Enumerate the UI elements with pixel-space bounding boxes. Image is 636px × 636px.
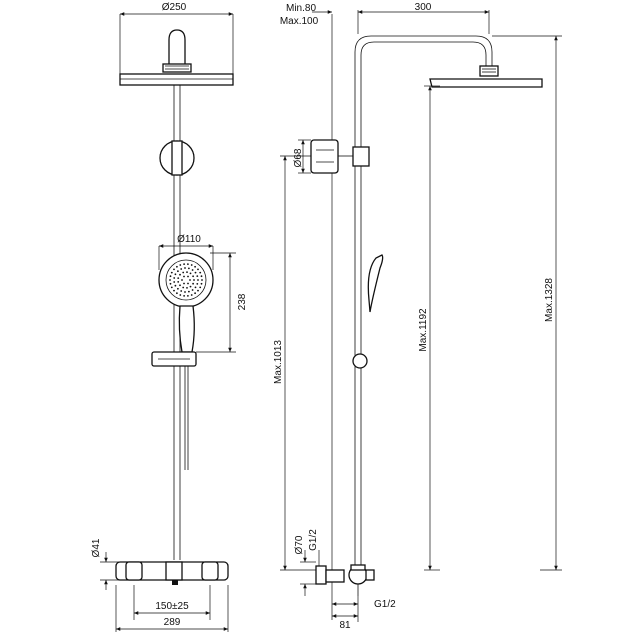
nozzle-dot (179, 294, 182, 296)
thermostatic-mixer-front (115, 561, 229, 585)
nozzle-dot (187, 295, 189, 297)
nozzle-dot (183, 295, 186, 297)
nozzle-dot (199, 286, 202, 289)
bracket-diameter-label: Ø68 (293, 148, 304, 167)
side-view: Min.80 Max.100 300 Ø68 Max.1013 Max.1192… (273, 2, 562, 631)
min-offset-label: Min.80 (286, 3, 316, 14)
nozzle-dot (190, 264, 193, 266)
inlet-thread-lower-label: G1/2 (374, 599, 396, 610)
nozzle-dot (186, 287, 188, 289)
overhead-diameter-label: Ø250 (162, 2, 187, 13)
front-view: Ø250 Ø110 238 Ø41 150±25 289 (91, 2, 248, 632)
nozzle-dot (184, 291, 186, 293)
nozzle-dot (194, 271, 197, 274)
nozzle-dot (177, 281, 180, 283)
nozzle-dot (191, 289, 194, 291)
hand-shower-side (352, 254, 384, 369)
nozzle-dot (176, 265, 178, 268)
nozzle-dot (200, 275, 203, 278)
nozzle-dot (170, 271, 173, 274)
nozzle-dot (177, 287, 179, 290)
nozzle-dot (179, 284, 181, 287)
nozzle-dot (179, 264, 182, 266)
handshower-diameter-label: Ø110 (177, 234, 201, 245)
nozzle-dot (180, 268, 183, 270)
nozzle-dot (191, 269, 194, 271)
inlet-thread-upper-label: G1/2 (308, 529, 319, 551)
nozzle-dot (173, 277, 176, 279)
height-1328-label: Max.1328 (544, 278, 555, 322)
nozzle-dot (179, 273, 181, 276)
max-offset-label: Max.100 (280, 16, 319, 27)
arm-reach-label: 300 (415, 2, 432, 13)
nozzle-dot (188, 290, 190, 293)
nozzle-dot (197, 289, 199, 292)
nozzle-dot (189, 285, 192, 288)
nozzle-dot (194, 265, 197, 268)
nozzle-dot (170, 286, 173, 289)
nozzle-dot (182, 271, 185, 274)
nozzle-dot (176, 292, 178, 295)
nozzle-dot (189, 272, 192, 275)
nozzle-dot (197, 279, 199, 281)
overhead-shower-side (429, 65, 543, 88)
nozzle-dot (192, 282, 195, 285)
nozzle-dot (201, 279, 203, 281)
nozzle-dot (173, 289, 175, 292)
nozzle-dot (186, 271, 188, 273)
nozzle-dot (187, 282, 189, 285)
nozzle-dot (193, 279, 195, 281)
nozzle-dot (177, 277, 180, 279)
nozzle-dot (199, 271, 202, 274)
nozzle-dot (187, 263, 189, 265)
nozzle-dot (174, 273, 177, 276)
nozzle-dot (197, 268, 199, 271)
nozzle-dot (183, 263, 186, 265)
nozzle-dot (187, 275, 189, 278)
nozzle-dot (174, 284, 177, 287)
overall-width-label: 289 (164, 617, 181, 628)
valve-diameter-label: Ø41 (91, 538, 102, 557)
nozzle-dot (169, 279, 171, 281)
nozzle-dot (169, 282, 172, 285)
nozzle-dot (194, 286, 197, 289)
nozzle-dot (192, 275, 195, 278)
mixer-side (315, 564, 375, 596)
wall-bracket-side (310, 139, 370, 174)
height-1192-label: Max.1192 (418, 308, 429, 352)
hose-front (184, 366, 189, 470)
nozzle-dot (196, 283, 199, 285)
handshower-height-label: 238 (237, 293, 248, 310)
nozzle-dot (194, 292, 197, 295)
center-distance-label: 150±25 (155, 601, 189, 612)
escutcheon-diameter-label: Ø70 (294, 535, 305, 554)
nozzle-dot (173, 268, 175, 271)
nozzle-dot (182, 286, 185, 289)
nozzle-dot (200, 282, 203, 285)
overhead-shower-front (119, 29, 234, 86)
nozzle-dot (183, 275, 185, 278)
hand-shower-front (158, 252, 214, 353)
front-dimensions (100, 12, 236, 632)
nozzle-dot (184, 267, 186, 269)
nozzle-dot (169, 275, 172, 278)
height-1013-label: Max.1013 (273, 340, 284, 384)
nozzle-dot (177, 270, 179, 273)
nozzle-dot (190, 294, 193, 296)
nozzle-dot (183, 282, 185, 285)
riser-and-arm-side (354, 35, 493, 570)
nozzle-dot (173, 281, 176, 283)
wall-depth-label: 81 (339, 620, 351, 631)
nozzle-dot (196, 275, 199, 277)
side-dimensions (280, 10, 562, 622)
nozzle-dot (189, 279, 191, 281)
nozzle-dot (188, 267, 190, 270)
nozzle-dot (180, 290, 183, 292)
nozzle-dot (181, 279, 183, 281)
